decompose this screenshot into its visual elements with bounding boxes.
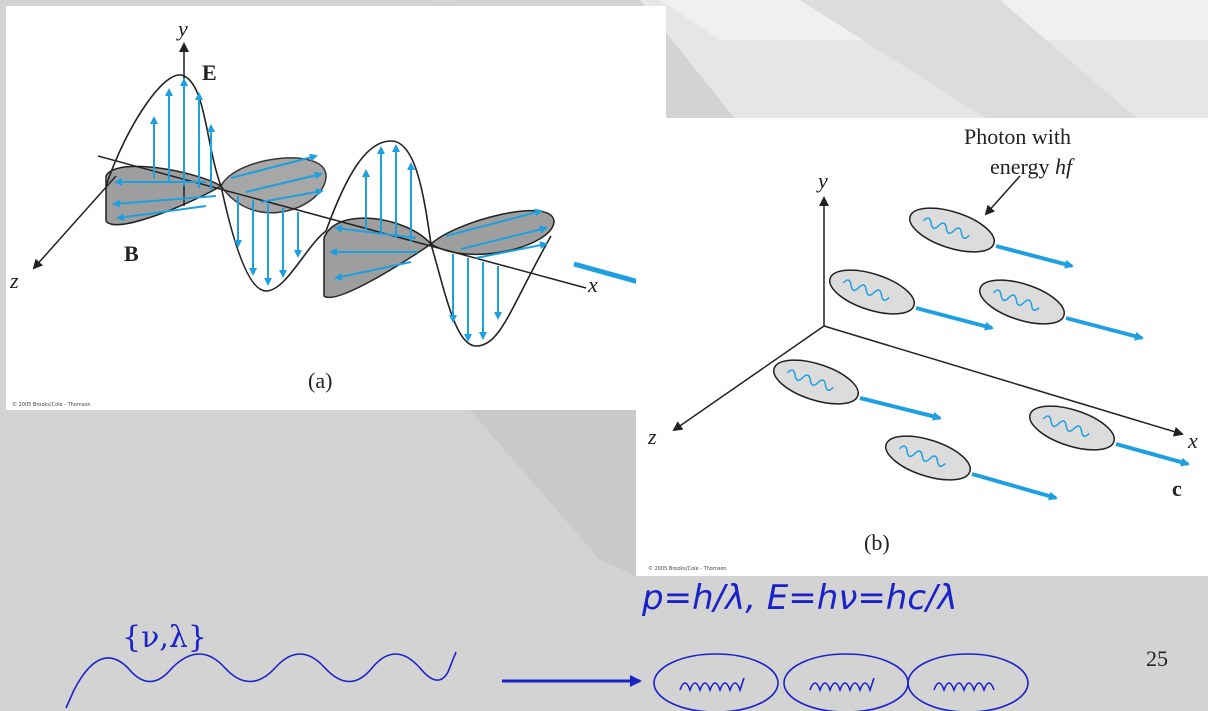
b-field-lobe xyxy=(429,209,555,256)
b-field-label: B xyxy=(124,241,139,266)
em-wave-diagram: y E B z x c xyxy=(9,16,662,347)
propagation-arrow-c xyxy=(573,261,648,287)
e-field-lobe xyxy=(430,235,552,347)
x-axis-label: x xyxy=(587,272,598,297)
y-axis-label: y xyxy=(816,168,828,193)
classical-wave xyxy=(65,651,457,709)
x-axis xyxy=(97,155,587,289)
slide-title-fragment: ... xyxy=(430,0,456,8)
b-field-arrows xyxy=(112,153,548,281)
e-field-label: E xyxy=(202,60,217,85)
b-field-lobe xyxy=(323,217,433,299)
figure-b-photons: Photon with energy hf y z x c (b) © 2005… xyxy=(636,118,1208,576)
x-axis-label: x xyxy=(1187,428,1198,453)
x-axis xyxy=(823,325,1184,437)
photon-packets xyxy=(653,653,1029,711)
e-field-lobe xyxy=(325,140,432,245)
photon-label-line2: energy hf xyxy=(990,154,1075,179)
photon-diagram: Photon with energy hf y z x c xyxy=(647,124,1198,501)
e-field-lobe xyxy=(220,185,327,292)
photon-group xyxy=(773,207,1190,501)
wave-parameters: {ν,λ} xyxy=(122,620,207,655)
z-axis xyxy=(672,325,825,432)
photon-label-line1: Photon with xyxy=(964,124,1071,149)
figure-a-caption: (a) xyxy=(308,368,333,393)
photon-formula: p=h/λ, E=hν=hc/λ xyxy=(642,578,958,618)
z-axis-label: z xyxy=(647,424,657,449)
wave-to-photon-diagram xyxy=(65,651,1029,711)
page-number: 25 xyxy=(1146,646,1168,671)
photon-label-pointer xyxy=(984,175,1021,216)
b-field-lobe xyxy=(105,165,223,226)
figure-a-credit: © 2005 Brooks/Cole - Thomson xyxy=(12,402,91,408)
figure-b-credit: © 2005 Brooks/Cole - Thomson xyxy=(648,566,727,572)
e-field-arrows xyxy=(150,78,502,342)
y-axis-label: y xyxy=(176,16,188,41)
z-axis xyxy=(32,175,117,270)
figure-b-caption: (b) xyxy=(864,530,890,555)
figure-a-em-wave: y E B z x c (a) © 2005 Brooks/Cole - Tho… xyxy=(6,6,666,410)
c-label: c xyxy=(1172,476,1182,501)
z-axis-label: z xyxy=(9,268,19,293)
